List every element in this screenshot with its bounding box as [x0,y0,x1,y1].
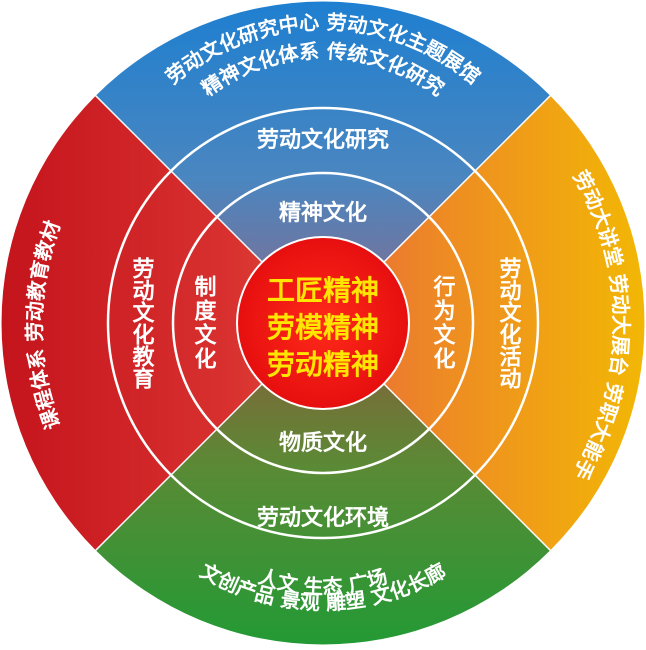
center-line-3: 劳动精神 [267,348,379,381]
inner-label-bottom: 物质文化 [279,430,367,456]
center-line-2: 劳模精神 [267,311,379,344]
middle-label-top: 劳动文化研究 [257,127,389,153]
middle-label-right: 劳动文化活动 [496,256,522,390]
center-line-1: 工匠精神 [267,274,379,307]
quadrant-top [95,1,551,324]
center-circle [236,236,410,410]
quadrant-left [1,95,323,551]
inner-label-left: 制度文化 [191,275,217,371]
quadrant-right [323,95,645,551]
inner-ring-border [171,171,475,475]
quadrant-bottom [95,323,551,645]
middle-label-left: 劳动文化教育 [129,256,155,389]
middle-label-bottom: 劳动文化环境 [257,505,389,531]
middle-ring-border [106,106,540,540]
inner-label-top: 精神文化 [279,200,367,226]
inner-label-right: 行为文化 [430,274,457,371]
